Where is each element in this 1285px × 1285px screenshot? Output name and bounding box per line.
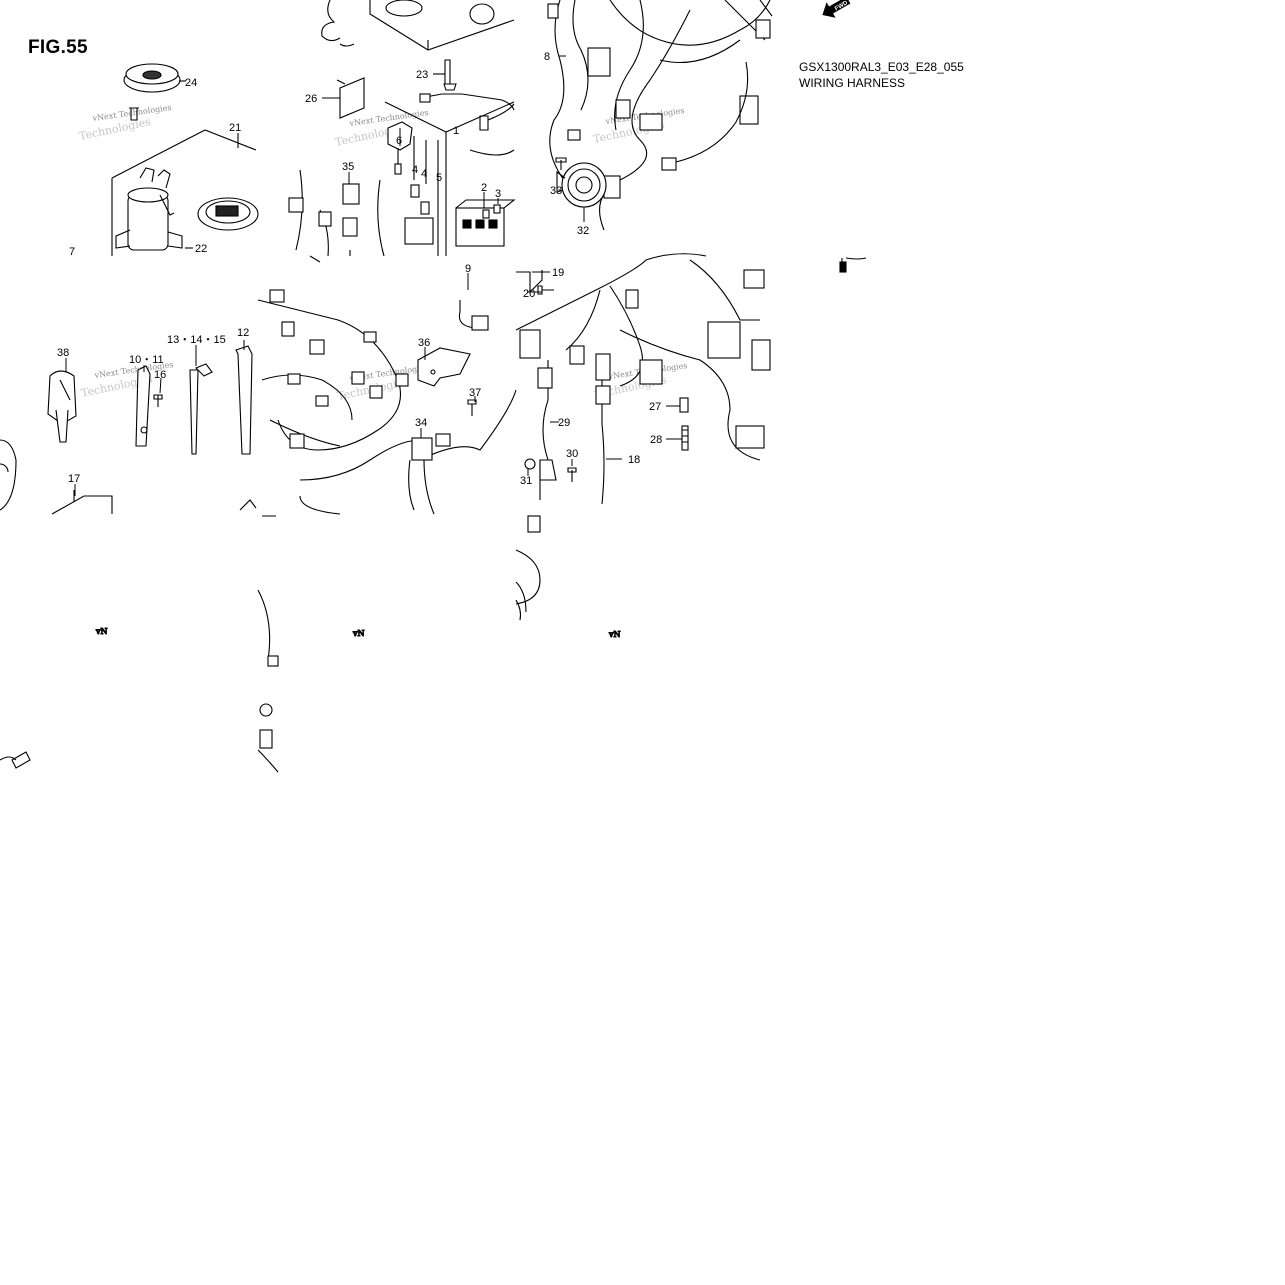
- callout-21: 21: [229, 122, 241, 134]
- lower-fragments: vN vN vN: [0, 257, 867, 773]
- callout-37: 37: [469, 387, 481, 399]
- main-harness-upper: [547, 0, 773, 231]
- callout-3: 3: [495, 188, 501, 200]
- callout-31: 31: [520, 475, 532, 487]
- ignition-switch-assembly: [111, 63, 259, 256]
- callout-8: 8: [544, 51, 550, 63]
- callout-26: 26: [305, 93, 317, 105]
- callout-leaders: [65, 55, 682, 496]
- callout-34: 34: [415, 417, 427, 429]
- relay-fuse-assembly: [288, 0, 516, 263]
- callout-5: 5: [436, 172, 442, 184]
- callout-28: 28: [650, 434, 662, 446]
- callout-32: 32: [577, 225, 589, 237]
- callout-16: 16: [154, 369, 166, 381]
- fwd-arrow-icon: FWD: [822, 0, 851, 18]
- callout-4a: 4: [412, 164, 418, 176]
- callout-24: 24: [185, 77, 197, 89]
- callout-27: 27: [649, 401, 661, 413]
- callout-1: 1: [453, 125, 459, 137]
- callout-2: 2: [481, 182, 487, 194]
- callout-6: 6: [396, 135, 402, 147]
- callout-4b: 4: [421, 168, 427, 180]
- figure-section-title: WIRING HARNESS: [799, 76, 906, 90]
- watermark-8: vN: [352, 629, 365, 638]
- callout-10-11: 10・11: [129, 354, 164, 366]
- callout-17: 17: [68, 473, 80, 485]
- figure-code: GSX1300RAL3_E03_E28_055: [799, 60, 964, 74]
- callout-22: 22: [195, 243, 207, 255]
- callout-9: 9: [465, 263, 471, 275]
- callout-7: 7: [69, 246, 75, 258]
- figure-info: GSX1300RAL3_E03_E28_055 WIRING HARNESS: [799, 59, 964, 91]
- main-harness-middle: [257, 289, 517, 515]
- callout-29: 29: [558, 417, 570, 429]
- callout-13-14-15: 13・14・15: [167, 334, 226, 346]
- figure-title: FIG.55: [28, 37, 88, 58]
- callout-12: 12: [237, 327, 249, 339]
- callout-labels: 1 2 3 4 4 5 6 7 8 9 10・11 12 13・14・15 16…: [57, 51, 662, 487]
- callout-20: 20: [523, 288, 535, 300]
- callout-35: 35: [342, 161, 354, 173]
- callout-23: 23: [416, 69, 428, 81]
- watermark-9: vN: [608, 630, 621, 639]
- watermark-7: vN: [95, 627, 108, 636]
- callout-30: 30: [566, 448, 578, 460]
- callout-38: 38: [57, 347, 69, 359]
- callout-18: 18: [628, 454, 640, 466]
- keys-and-bands: [0, 345, 253, 515]
- main-harness-lower: [515, 253, 771, 505]
- callout-36: 36: [418, 337, 430, 349]
- callout-19: 19: [552, 267, 564, 279]
- callout-33: 33: [550, 185, 562, 197]
